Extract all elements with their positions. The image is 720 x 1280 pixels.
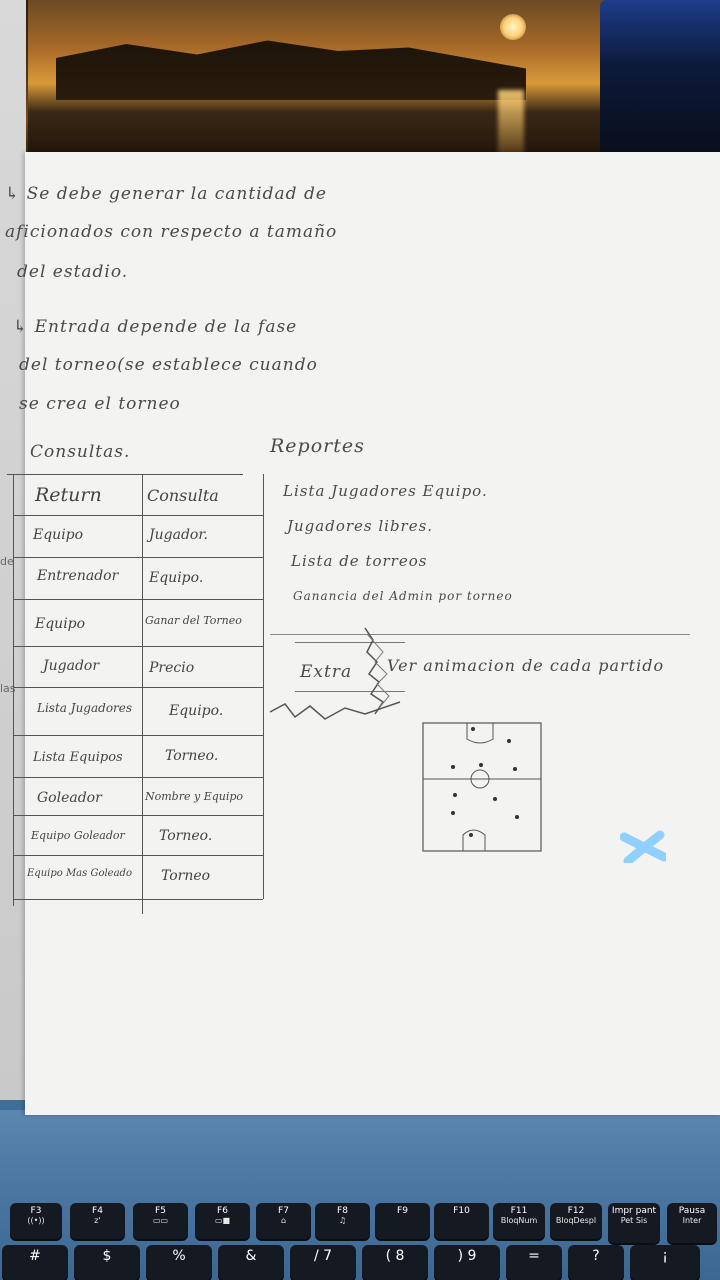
poster-hills — [56, 40, 526, 100]
note-line: del estadio. — [17, 262, 129, 282]
key-question[interactable]: ? — [568, 1245, 624, 1280]
table-header: Consulta — [147, 486, 219, 505]
paper-sheet: ↳ Se debe generar la cantidad de aficion… — [5, 152, 720, 1115]
key-equals[interactable]: = — [506, 1245, 562, 1280]
note-line: aficionados con respecto a tamaño — [5, 222, 338, 242]
note-line: del torneo(se establece cuando — [19, 355, 318, 375]
key-ampersand[interactable]: & — [218, 1245, 284, 1280]
sun-reflection — [498, 90, 524, 155]
poster-sun — [500, 14, 526, 40]
table-cell: Nombre y Equipo — [145, 790, 244, 803]
table-cell: Entrenador — [37, 568, 119, 584]
table-header: Return — [35, 484, 102, 506]
table-cell: Equipo Mas Goleado — [27, 868, 132, 879]
key-percent[interactable]: % — [146, 1245, 212, 1280]
key-f6[interactable]: F6▭■ — [195, 1203, 250, 1239]
monitor-text-fragment: de — [0, 555, 14, 568]
table-cell: Lista Jugadores — [37, 701, 133, 715]
table-cell: Goleador — [37, 790, 102, 806]
extra-text: Ver animacion de cada partido — [387, 656, 665, 675]
divider-line — [270, 634, 690, 635]
table-cell: Ganar del Torneo — [145, 614, 242, 627]
torn-paper-sketch — [269, 627, 401, 720]
monitor-text-fragment: las — [0, 682, 16, 695]
table-cell: Equipo Goleador — [31, 829, 125, 842]
key-f7[interactable]: F7⌂ — [256, 1203, 311, 1239]
key-f8[interactable]: F8♫ — [315, 1203, 370, 1239]
extra-label: Extra — [300, 662, 353, 682]
office-chair — [600, 0, 720, 165]
key-f9[interactable]: F9 — [375, 1203, 430, 1239]
table-cell: Jugador. — [149, 527, 208, 543]
reportes-item: Lista Jugadores Equipo. — [283, 482, 488, 500]
table-cell: Lista Equipos — [33, 750, 123, 765]
table-cell: Torneo. — [165, 748, 219, 764]
note-line: ↳ Se debe generar la cantidad de — [5, 184, 327, 204]
table-cell: Jugador — [43, 658, 100, 674]
sunset-poster — [28, 0, 638, 160]
table-cell: Equipo — [35, 616, 86, 632]
key-8[interactable]: ( 8 — [362, 1245, 428, 1280]
key-f5[interactable]: F5▭▭ — [133, 1203, 188, 1239]
reportes-item: Lista de torreos — [291, 552, 428, 570]
note-line: ↳ Entrada depende de la fase — [13, 317, 298, 337]
key-9[interactable]: ) 9 — [434, 1245, 500, 1280]
key-hash[interactable]: # — [2, 1245, 68, 1280]
table-cell: Equipo. — [169, 703, 224, 719]
table-cell: Equipo. — [149, 570, 204, 586]
key-7[interactable]: / 7 — [290, 1245, 356, 1280]
extra-box — [295, 642, 405, 692]
table-cell: Torneo. — [159, 828, 213, 844]
blue-ink-mark — [620, 830, 666, 863]
soccer-field-sketch — [422, 722, 542, 852]
table-cell: Equipo — [33, 527, 84, 543]
key-f10[interactable]: F10 — [434, 1203, 489, 1239]
key-inverted-exclamation[interactable]: ¡ — [630, 1245, 700, 1280]
reportes-item: Ganancia del Admin por torneo — [293, 589, 513, 603]
table-cell: Precio — [149, 660, 195, 676]
note-line: se crea el torneo — [19, 394, 181, 414]
reportes-title: Reportes — [270, 435, 365, 457]
reportes-item: Jugadores libres. — [287, 517, 434, 535]
key-dollar[interactable]: $ — [74, 1245, 140, 1280]
table-cell: Torneo — [161, 868, 211, 884]
key-f3[interactable]: F3((•)) — [10, 1203, 62, 1239]
consultas-title: Consultas. — [30, 442, 131, 462]
